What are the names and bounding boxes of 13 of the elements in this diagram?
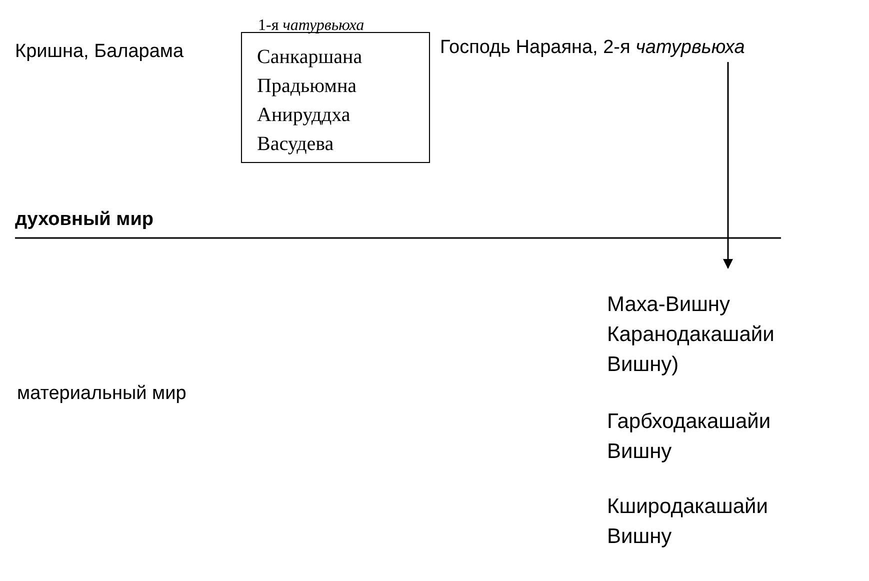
name-text: Санкаршана [257, 45, 362, 70]
section-heading: материальный мир [17, 382, 186, 406]
name-text: Прадьюмна [257, 74, 357, 99]
name-text: Васудева [257, 132, 334, 157]
name-text: Гарбходакашайи Вишну [607, 409, 772, 465]
name-text: Кширодакашайи Вишну [607, 494, 769, 550]
node-text: Господь Нараяна, 2-я чатурвьюха [440, 36, 840, 60]
node-text: Маха-Вишну Каранодакашайи Вишну) [607, 268, 837, 380]
name-text: Анируддха [257, 103, 350, 128]
box-heading: 1-я чатурвьюха [258, 17, 364, 35]
arrow [723, 62, 733, 269]
side-text: Кришна, Баларама [15, 40, 184, 64]
section-heading: духовный мир [15, 208, 154, 232]
